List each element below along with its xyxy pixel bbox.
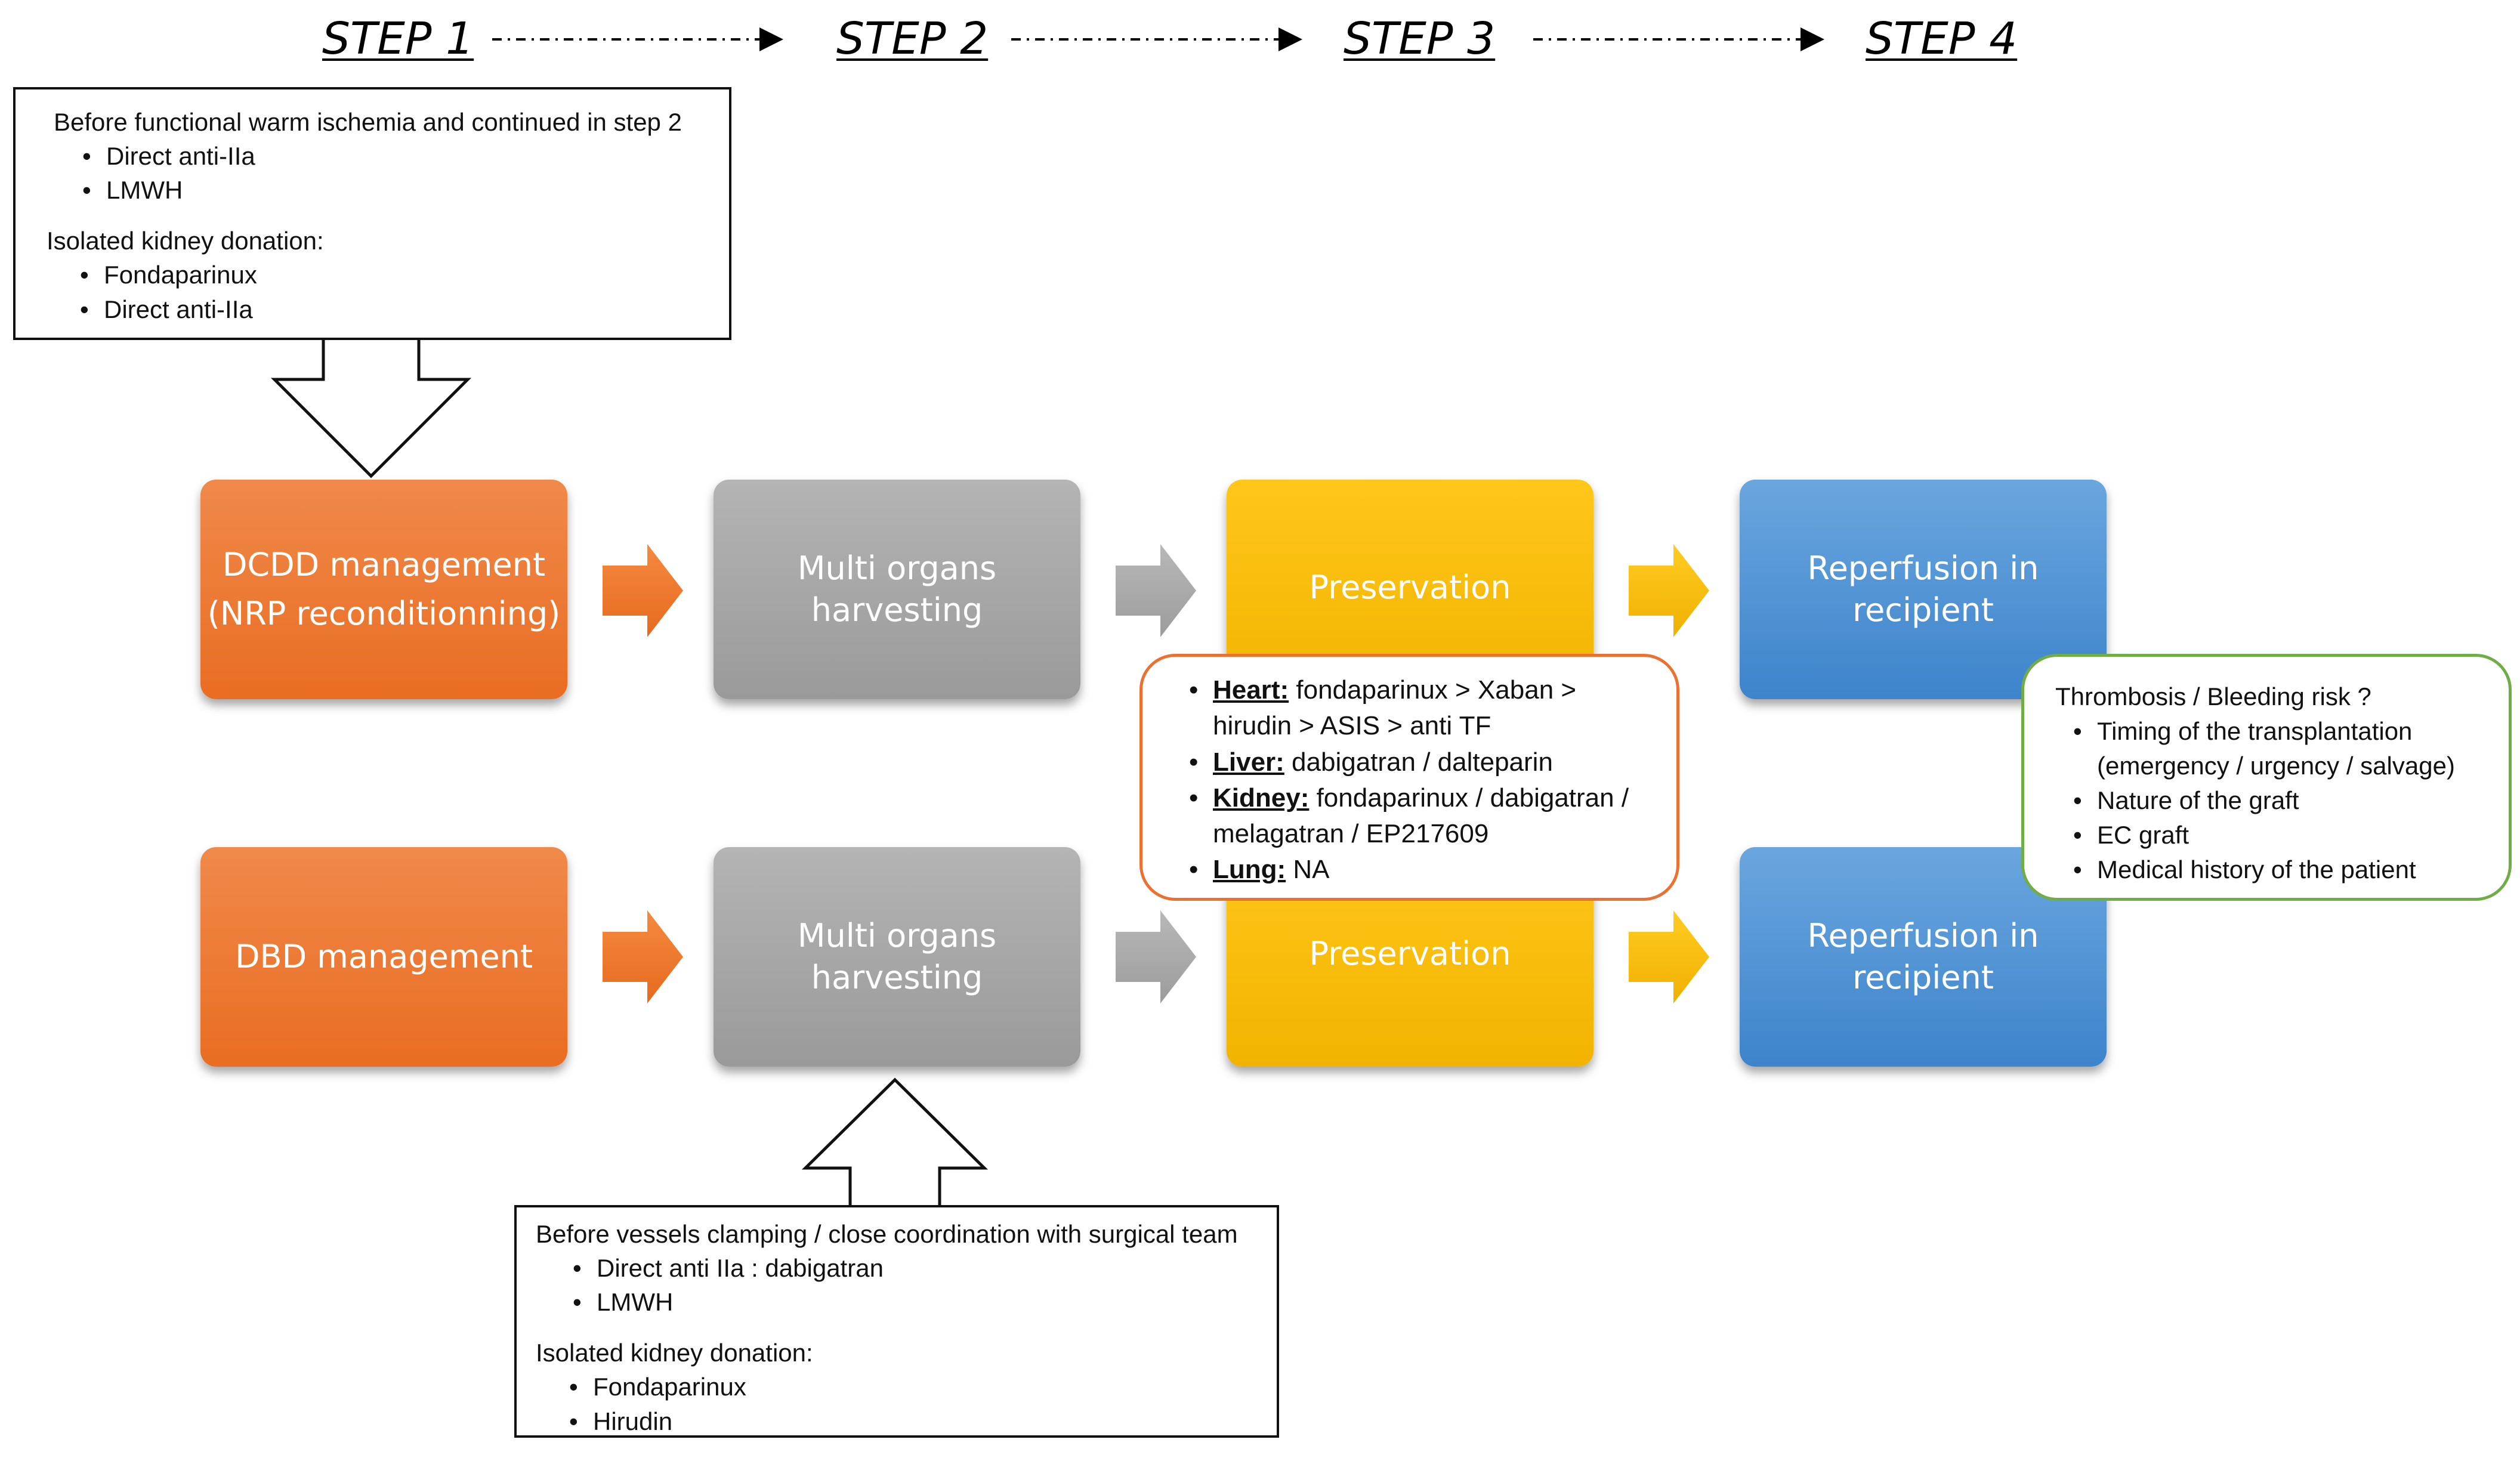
note-item: LMWH (82, 173, 729, 207)
risk-item: Medical history of the patient (2073, 852, 2491, 887)
step4-risk-note: Thrombosis / Bleeding risk ? Timing of t… (2021, 654, 2512, 901)
organ-name: Liver: (1213, 747, 1284, 777)
risk-item: EC graft (2073, 818, 2491, 852)
note-heading: Thrombosis / Bleeding risk ? (2055, 682, 2371, 711)
step1-anticoagulation-note: Before functional warm ischemia and cont… (13, 87, 731, 340)
note-item: LMWH (573, 1285, 1277, 1319)
flow-arrow-row1-step2 (1116, 544, 1196, 637)
step3-organ-anticoagulant-note: Heart: fondaparinux > Xaban > hirudin > … (1139, 654, 1679, 901)
organ-drugs: NA (1286, 855, 1330, 885)
step-4-label: STEP 4 (1866, 13, 2018, 64)
risk-item: Nature of the graft (2073, 783, 2491, 818)
note-subheading: Isolated kidney donation: (47, 227, 324, 255)
note-item: Direct anti IIa : dabigatran (573, 1251, 1277, 1285)
risk-item: Timing of the transplantation (emergency… (2073, 714, 2491, 783)
flow-arrow-row2-step1 (603, 910, 683, 1003)
preservation-label: Preservation (1309, 569, 1511, 606)
flow-arrow-row1-step1 (603, 544, 683, 637)
harvesting-label-line2: harvesting (811, 591, 983, 629)
organ-item-lung: Lung: NA (1189, 852, 1641, 888)
note-subheading: Isolated kidney donation: (536, 1339, 813, 1367)
organ-drugs: fondaparinux / dabigatran / melagatran /… (1213, 783, 1629, 849)
organ-item-kidney: Kidney: fondaparinux / dabigatran / mela… (1189, 780, 1641, 852)
harvesting-label-line2: harvesting (811, 959, 983, 996)
note-item: Hirudin (569, 1404, 1277, 1438)
step2-anticoagulation-note: Before vessels clamping / close coordina… (514, 1205, 1279, 1438)
note-item: Fondaparinux (80, 258, 729, 292)
flow-arrow-row2-step2 (1116, 910, 1196, 1003)
reperfusion-label-line2: recipient (1852, 591, 1994, 629)
harvesting-box-row2: Multi organs harvesting (714, 847, 1080, 1067)
organ-name: Heart: (1213, 675, 1289, 705)
note-item: Fondaparinux (569, 1370, 1277, 1404)
callout-arrow-step2-up (801, 1077, 989, 1207)
organ-item-heart: Heart: fondaparinux > Xaban > hirudin > … (1189, 672, 1641, 745)
dcdd-management-sublabel: (NRP reconditionning) (207, 595, 561, 632)
step-2-label: STEP 2 (836, 13, 989, 64)
organ-name: Kidney: (1213, 783, 1310, 813)
organ-item-liver: Liver: dabigatran / dalteparin (1189, 745, 1641, 781)
dcdd-management-label: DCDD management (222, 545, 546, 583)
step-3-label: STEP 3 (1344, 13, 1496, 64)
harvesting-label-line1: Multi organs (797, 549, 997, 587)
note-item: Direct anti-IIa (82, 139, 729, 173)
harvesting-label-line1: Multi organs (797, 916, 997, 955)
note-heading: Before functional warm ischemia and cont… (54, 108, 682, 136)
dbd-management-box: DBD management (200, 847, 567, 1067)
reperfusion-label-line1: Reperfusion in (1807, 916, 2039, 955)
dcdd-management-box: DCDD management (NRP reconditionning) (200, 480, 567, 699)
flow-arrow-row2-step3 (1629, 910, 1709, 1003)
organ-name: Lung: (1213, 855, 1286, 885)
step-1-label: STEP 1 (322, 13, 474, 64)
note-item: Direct anti-IIa (80, 292, 729, 326)
reperfusion-label-line2: recipient (1852, 959, 1994, 996)
reperfusion-label-line1: Reperfusion in (1807, 549, 2039, 587)
flow-arrow-row1-step3 (1629, 544, 1709, 637)
organ-drugs: dabigatran / dalteparin (1284, 747, 1553, 777)
organ-drugs: fondaparinux > Xaban > hirudin > ASIS > … (1213, 675, 1577, 741)
preservation-label: Preservation (1309, 935, 1511, 972)
note-heading: Before vessels clamping / close coordina… (536, 1220, 1238, 1248)
dbd-management-label: DBD management (234, 937, 533, 975)
callout-arrow-step1-down (270, 339, 472, 478)
harvesting-box-row1: Multi organs harvesting (714, 480, 1080, 699)
